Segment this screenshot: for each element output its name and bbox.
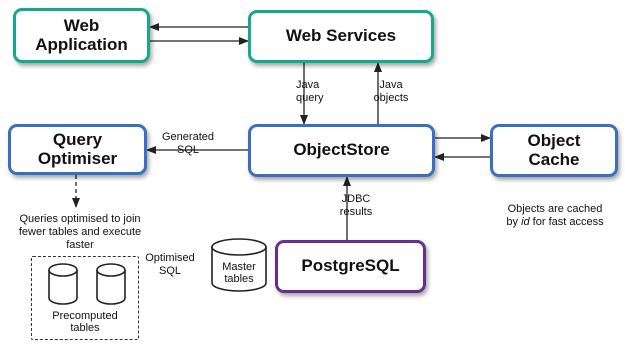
cache-note: Objects are cached by id for fast access [490, 190, 620, 229]
web-application-box[interactable]: Web Application [13, 8, 150, 63]
cache-note-key: id [521, 216, 530, 228]
web-services-box[interactable]: Web Services [248, 10, 434, 63]
generated-sql-label: Generated SQL [162, 131, 214, 156]
object-store-box[interactable]: ObjectStore [248, 124, 435, 177]
precomputed-tables-label: Precomputed tables [52, 310, 118, 334]
jdbc-results-label: JDBC results [339, 193, 373, 218]
precomputed-cylinder-right [96, 263, 126, 305]
java-query-label: Java query [296, 79, 324, 104]
queries-optimised-note: Queries optimised to join fewer tables a… [18, 213, 142, 251]
cache-note-prefix: Objects are cached by [506, 203, 603, 228]
master-tables-cylinder [211, 238, 267, 292]
query-optimiser-box[interactable]: Query Optimiser [8, 124, 147, 175]
object-cache-box[interactable]: Object Cache [490, 124, 618, 177]
precomputed-tables-group [31, 256, 139, 340]
cache-note-suffix: for fast access [529, 216, 604, 228]
postgresql-box[interactable]: PostgreSQL [275, 240, 426, 293]
master-tables-label: Master tables [222, 261, 256, 285]
precomputed-cylinder-left [48, 263, 78, 305]
java-objects-label: Java objects [373, 79, 409, 104]
optimised-sql-label: Optimised SQL [145, 252, 195, 277]
